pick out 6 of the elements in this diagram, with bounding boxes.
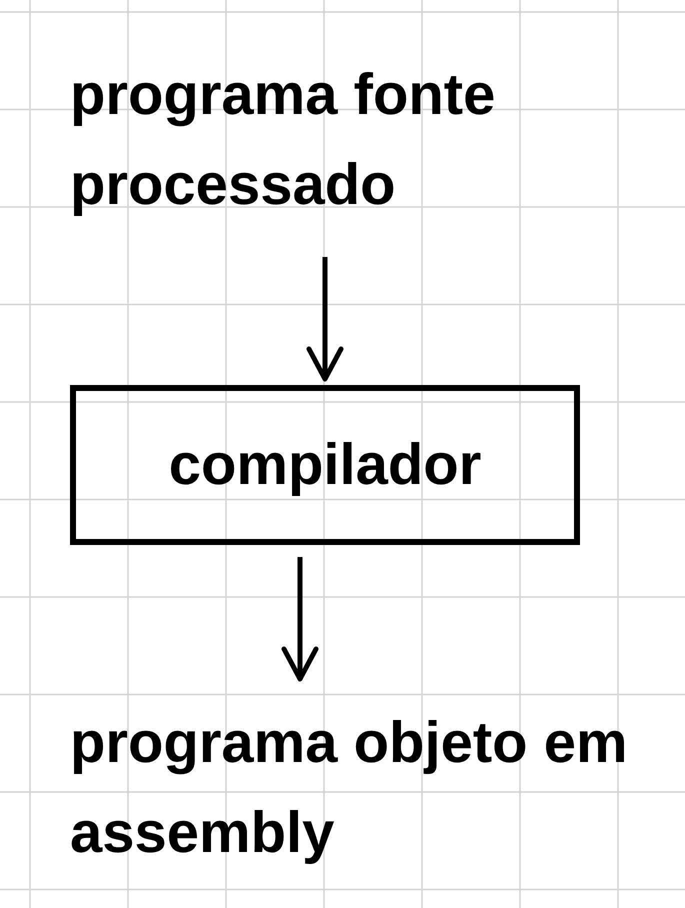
- process-box: [70, 385, 580, 545]
- object-program-label: programa objeto em assembly: [70, 708, 629, 866]
- source-program-label: programa fonte processado: [70, 61, 496, 219]
- arrow: [306, 257, 344, 382]
- box-label: compilador: [168, 431, 482, 500]
- arrow: [282, 557, 318, 682]
